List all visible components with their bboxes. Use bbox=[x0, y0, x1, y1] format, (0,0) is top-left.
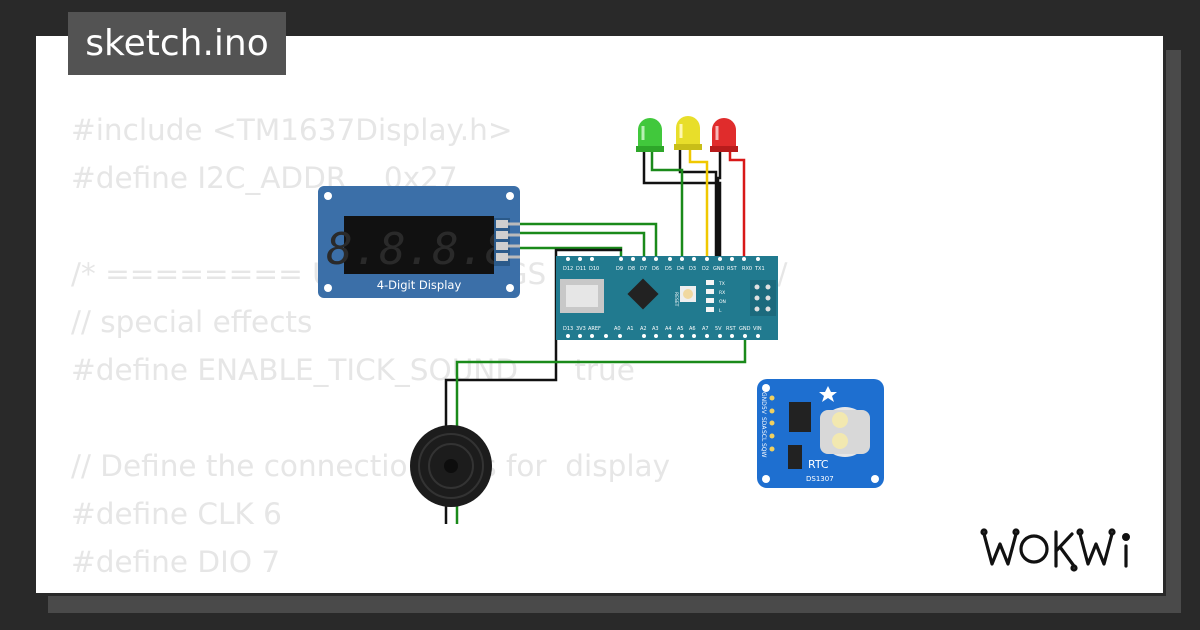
rtc-pin-label: GND bbox=[760, 392, 767, 406]
pin-label: A2 bbox=[640, 326, 647, 332]
pin-label: A3 bbox=[652, 326, 659, 332]
display-digits: 8.8.8.8 bbox=[326, 224, 511, 275]
pin-label: D7 bbox=[640, 266, 647, 272]
code-line: // special effects bbox=[71, 305, 313, 339]
arduino-nano[interactable]: RESET D12 D11 D10 D9 D8 D7 D6 D5 D4 D3 D… bbox=[556, 256, 778, 340]
pin-label: 5V bbox=[715, 326, 722, 332]
display-label: 4-Digit Display bbox=[377, 278, 462, 292]
pin-label: A5 bbox=[677, 326, 684, 332]
wire-yellow-led-gnd bbox=[678, 150, 718, 262]
pin-label: D13 bbox=[563, 326, 573, 332]
four-digit-display[interactable]: 8.8.8.8 4-Digit Display bbox=[318, 186, 520, 298]
rtc-pin-labels: GND 5V SDA SCL SQW bbox=[760, 392, 767, 458]
pin-label: RST bbox=[727, 266, 738, 272]
pin-label: A7 bbox=[702, 326, 709, 332]
wire-display-1 bbox=[510, 222, 658, 262]
file-tab[interactable]: sketch.ino bbox=[68, 12, 286, 75]
code-background: #include <TM1637Display.h> #define I2C_A… bbox=[71, 106, 787, 586]
pin-label: A0 bbox=[614, 326, 621, 332]
led-label: L bbox=[719, 308, 722, 314]
pin-label: D8 bbox=[628, 266, 635, 272]
pin-label: RX0 bbox=[742, 266, 752, 272]
pin-label: AREF bbox=[588, 326, 601, 332]
wokwi-logo-icon bbox=[980, 528, 1131, 572]
pin-label: A4 bbox=[665, 326, 672, 332]
pin-label: D5 bbox=[665, 266, 672, 272]
rtc-model: DS1307 bbox=[806, 475, 834, 483]
pin-label: D2 bbox=[702, 266, 709, 272]
led-label: RX bbox=[719, 290, 725, 296]
led-label: TX bbox=[718, 281, 725, 287]
buzzer[interactable] bbox=[410, 425, 492, 507]
wire-display-2 bbox=[510, 231, 646, 262]
rtc-pin-label: 5V bbox=[760, 406, 767, 415]
rtc-module[interactable]: GND 5V SDA SCL SQW RTC DS1307 bbox=[757, 379, 884, 488]
code-line: #include <TM1637Display.h> bbox=[71, 113, 513, 147]
pin-label: GND bbox=[713, 266, 725, 272]
wire-buzzer-signal bbox=[455, 330, 747, 524]
pin-label: D9 bbox=[616, 266, 623, 272]
code-line: #define ENABLE_TICK_SOUND true bbox=[71, 353, 635, 387]
pin-label: VIN bbox=[753, 326, 762, 332]
nano-top-pins bbox=[566, 257, 760, 261]
rtc-pin-label: SCL bbox=[760, 430, 767, 442]
led-green[interactable] bbox=[636, 118, 664, 152]
led-red[interactable] bbox=[710, 118, 738, 152]
wokwi-logo[interactable] bbox=[980, 524, 1148, 578]
rtc-pin-label: SDA bbox=[760, 417, 767, 430]
pin-label: A1 bbox=[627, 326, 634, 332]
nano-led-labels: TX RX ON L bbox=[718, 281, 726, 314]
nano-top-pin-labels: D12 D11 D10 D9 D8 D7 D6 D5 D4 D3 D2 GND … bbox=[563, 266, 765, 272]
rtc-title: RTC bbox=[808, 458, 829, 471]
pin-label: A6 bbox=[689, 326, 696, 332]
pin-label: 3V3 bbox=[576, 326, 586, 332]
pin-label: D3 bbox=[689, 266, 696, 272]
rtc-pin-label: SQW bbox=[760, 443, 767, 458]
pin-label: D4 bbox=[677, 266, 684, 272]
wire-red-led-signal bbox=[728, 152, 746, 262]
led-label: ON bbox=[719, 299, 726, 305]
rtc-pins bbox=[769, 395, 775, 452]
nano-bottom-pin-labels: D13 3V3 AREF A0 A1 A2 A3 A4 A5 A6 A7 5V … bbox=[563, 326, 762, 332]
led-yellow[interactable] bbox=[674, 116, 702, 150]
wire-red-led-gnd bbox=[716, 152, 722, 262]
wire-yellow-led-signal bbox=[688, 150, 709, 262]
reset-label: RESET bbox=[673, 292, 679, 307]
nano-bottom-pins bbox=[566, 334, 760, 338]
pin-label: TX1 bbox=[754, 266, 765, 272]
code-line: #define CLK 6 bbox=[71, 497, 282, 531]
pin-label: RST bbox=[726, 326, 737, 332]
pin-label: D11 bbox=[576, 266, 586, 272]
pin-label: D10 bbox=[589, 266, 599, 272]
pin-label: D6 bbox=[652, 266, 659, 272]
pin-label: D12 bbox=[563, 266, 573, 272]
wire-green-led-signal bbox=[650, 152, 684, 262]
pin-label: GND bbox=[739, 326, 751, 332]
code-line: #define DIO 7 bbox=[71, 545, 281, 579]
